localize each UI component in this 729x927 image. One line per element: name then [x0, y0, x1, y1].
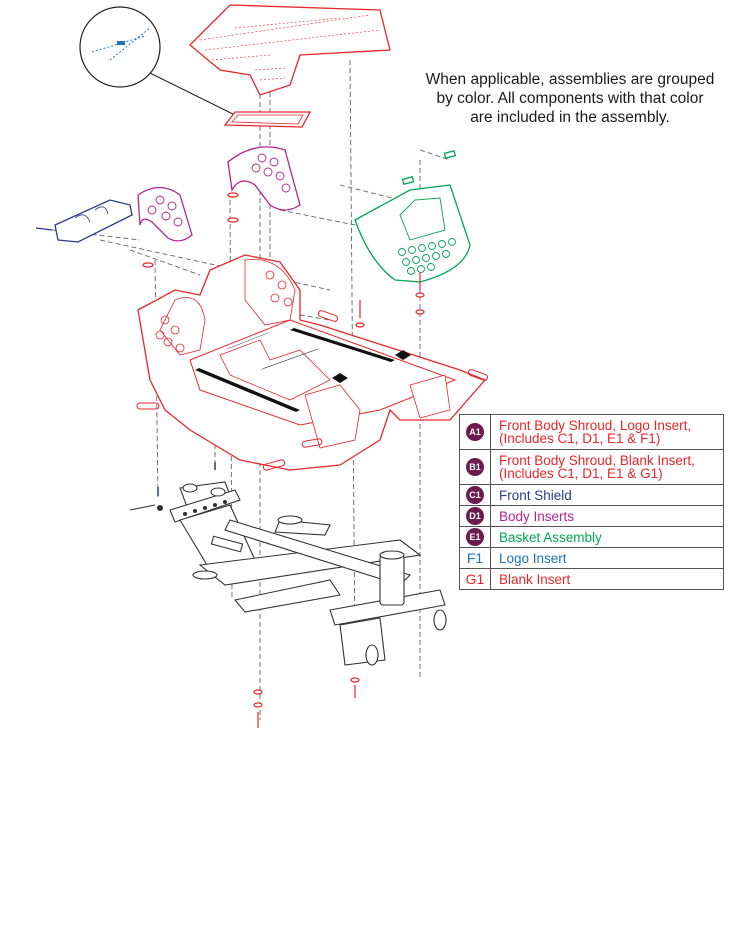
- floor-strips: [195, 328, 411, 412]
- hardware-blue: [157, 462, 216, 496]
- legend-description: Front Shield: [490, 484, 724, 506]
- legend-description: Blank Insert: [490, 568, 724, 590]
- chassis-frame: [129, 481, 447, 666]
- front-body-shroud: [136, 254, 489, 471]
- legend-key-badge: B1: [466, 458, 484, 476]
- legend-text-line-1: Front Shield: [499, 487, 572, 503]
- legend-key-badge: D1: [466, 507, 484, 525]
- legend-row-e1: E1 Basket Assembly: [459, 526, 724, 548]
- legend-key-badge: C1: [466, 486, 484, 504]
- legend-key-label: G1: [465, 571, 485, 587]
- legend-key: A1: [459, 414, 491, 450]
- hardware-red: [142, 192, 425, 728]
- note-line-1: When applicable, assemblies are grouped: [425, 71, 715, 88]
- legend-key: F1: [459, 547, 491, 569]
- legend-key: B1: [459, 449, 491, 485]
- legend-key: D1: [459, 505, 491, 527]
- detail-magnifier: [79, 6, 246, 121]
- basket-assembly: [354, 150, 471, 283]
- assembly-color-note: When applicable, assemblies are grouped …: [420, 70, 720, 127]
- legend-text-line-1: Body Inserts: [499, 508, 575, 524]
- legend-key-badge: A1: [466, 423, 484, 441]
- legend-row-d1: D1 Body Inserts: [459, 505, 724, 527]
- legend-text-line-1: Front Body Shroud, Logo Insert,: [499, 418, 692, 433]
- legend-text-line-2: (Includes C1, D1, E1 & G1): [499, 466, 663, 481]
- legend-text-line-1: Logo Insert: [499, 550, 567, 566]
- legend-text-line-1: Front Body Shroud, Blank Insert,: [499, 453, 695, 468]
- legend-row-g1: G1 Blank Insert: [459, 568, 724, 590]
- note-line-2: by color. All components with that color: [436, 90, 704, 107]
- legend-key-badge: E1: [466, 528, 484, 546]
- legend-row-c1: C1 Front Shield: [459, 484, 724, 506]
- legend-row-b1: B1 Front Body Shroud, Blank Insert,(Inclu…: [459, 449, 724, 485]
- legend-description: Front Body Shroud, Logo Insert,(Includes…: [490, 414, 724, 450]
- legend-description: Front Body Shroud, Blank Insert,(Include…: [490, 449, 724, 485]
- legend-description: Logo Insert: [490, 547, 724, 569]
- legend-text-line-1: Blank Insert: [499, 571, 571, 587]
- legend-description: Body Inserts: [490, 505, 724, 527]
- note-line-3: are included in the assembly.: [470, 109, 670, 126]
- blank-insert-top: [189, 4, 391, 128]
- legend-key: C1: [459, 484, 491, 506]
- legend-key-label: F1: [466, 550, 484, 566]
- legend-text-line-2: (Includes C1, D1, E1 & F1): [499, 431, 661, 446]
- legend-text-line-1: Basket Assembly: [499, 529, 602, 545]
- front-shield: [35, 199, 133, 243]
- legend-row-f1: F1 Logo Insert: [459, 547, 724, 569]
- legend-key: E1: [459, 526, 491, 548]
- legend-key: G1: [459, 568, 491, 590]
- legend-row-a1: A1 Front Body Shroud, Logo Insert,(Includ…: [459, 414, 724, 450]
- body-inserts: [137, 146, 301, 242]
- legend-description: Basket Assembly: [490, 526, 724, 548]
